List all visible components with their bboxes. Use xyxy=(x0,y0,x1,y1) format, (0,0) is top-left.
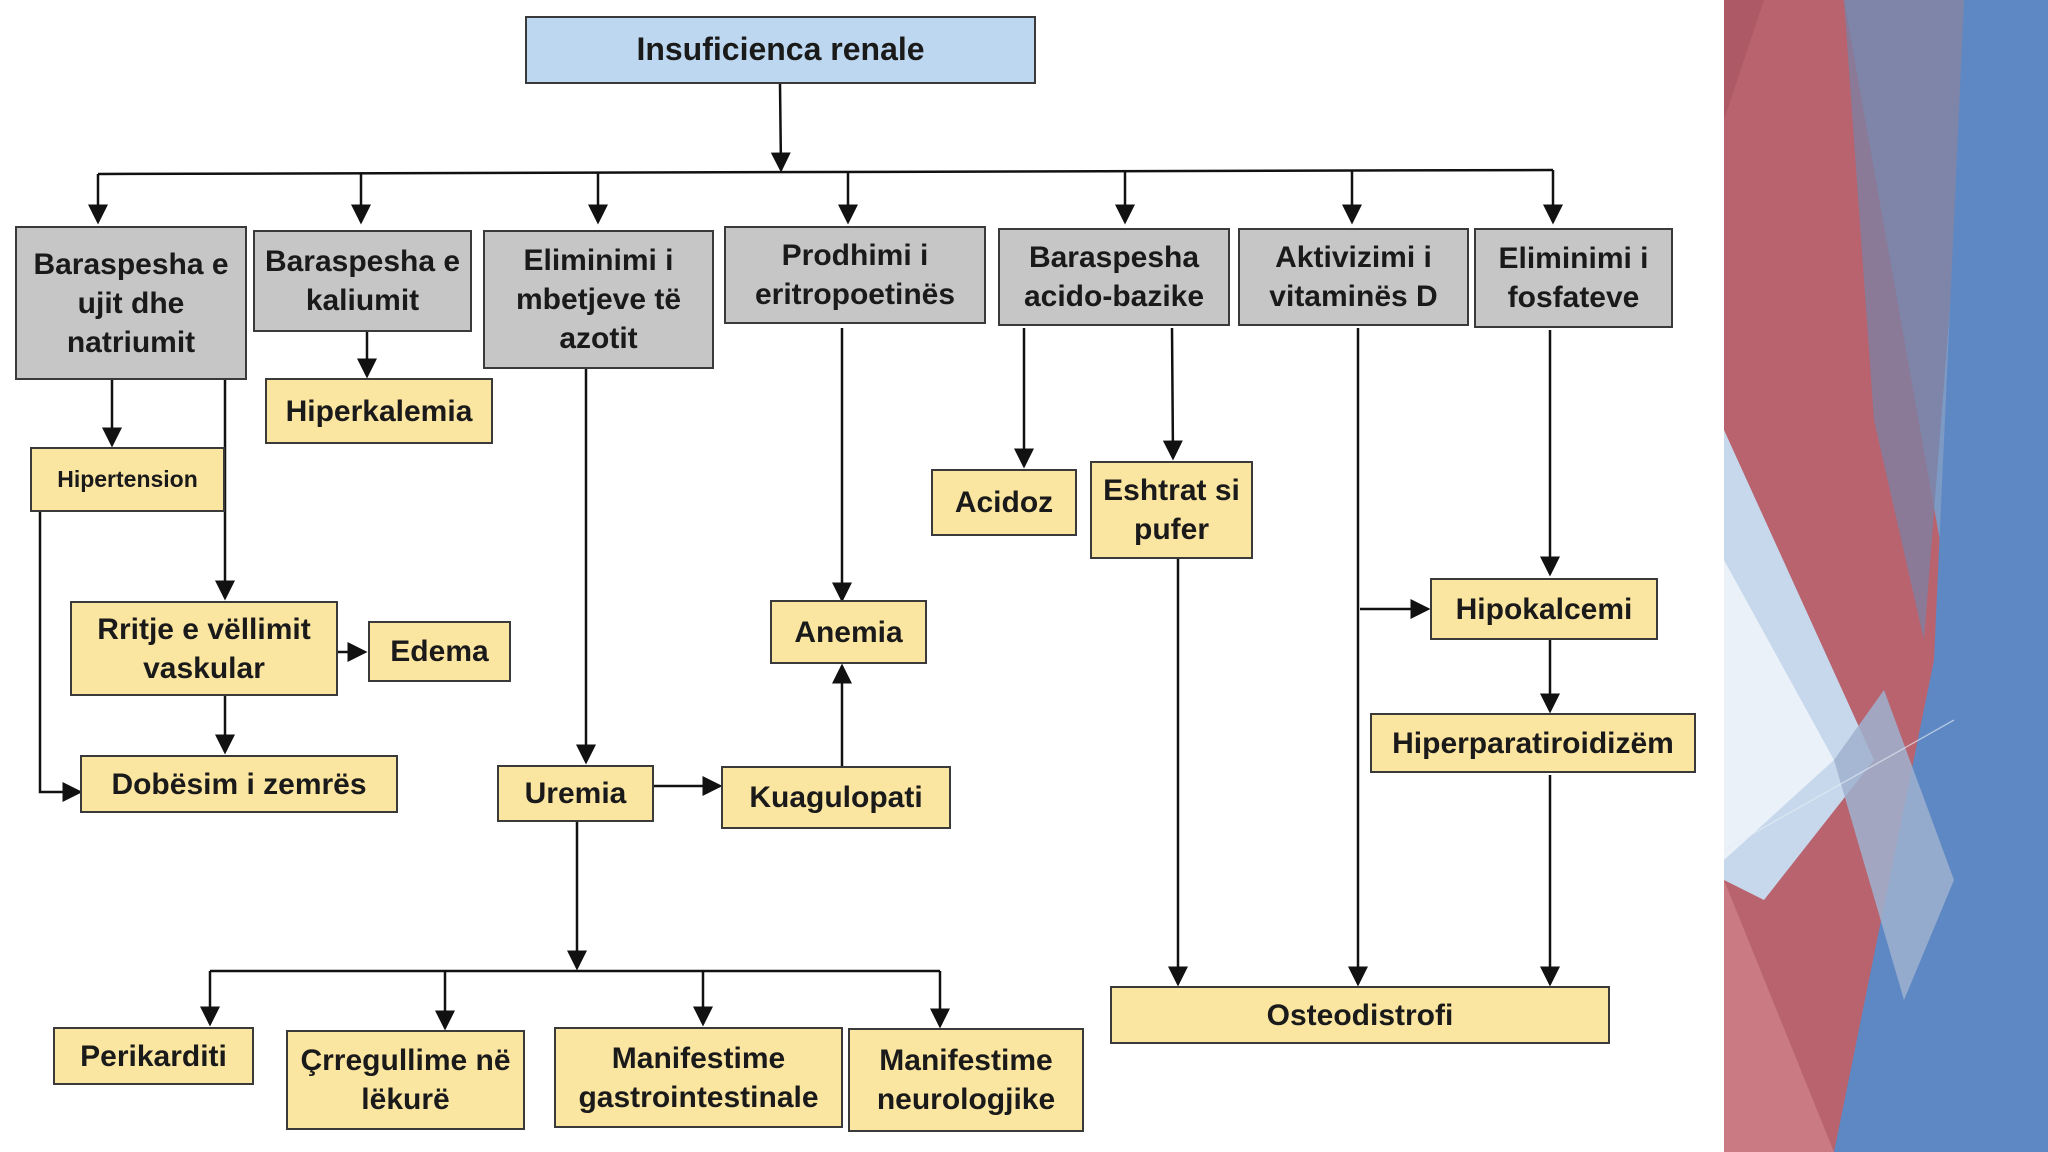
effect-hyperparathyroidism-text: Hiperparatiroidizëm xyxy=(1392,726,1674,760)
effect-vascular-volume-text: Rritje e vëllimit vaskular xyxy=(97,612,311,685)
effect-osteodystrophy-text: Osteodistrofi xyxy=(1266,998,1454,1032)
effect-hypocalcemia-text: Hipokalcemi xyxy=(1455,592,1633,626)
effect-uremia-text: Uremia xyxy=(524,777,627,810)
arrow-title-to-bus xyxy=(770,83,791,173)
category-phosphate-text: Eliminimi i fosfateve xyxy=(1498,242,1649,314)
effect-neuro-manifestations-text: Manifestime neurologjike xyxy=(876,1044,1056,1116)
effect-pericarditis: Perikarditi xyxy=(53,1027,254,1085)
effect-buffer-salts: Eshtrat si pufer xyxy=(1090,461,1253,559)
effect-edema-text: Edema xyxy=(390,635,489,668)
effect-hypocalcemia: Hipokalcemi xyxy=(1430,578,1658,640)
category-vitamin-d: Aktivizimi i vitaminës D xyxy=(1238,228,1469,326)
effect-vascular-volume: Rritje e vëllimit vaskular xyxy=(70,601,338,696)
category-erythropoietin-text: Prodhimi i eritropoetinës xyxy=(754,239,956,311)
effect-uremia: Uremia xyxy=(497,765,654,822)
effect-acidosis-text: Acidoz xyxy=(954,486,1054,519)
category-erythropoietin: Prodhimi i eritropoetinës xyxy=(724,226,986,324)
category-water-sodium: Baraspesha e ujit dhe natriumit xyxy=(15,226,247,380)
category-potassium: Baraspesha e kaliumit xyxy=(253,230,472,332)
category-acid-base: Baraspesha acido-bazike xyxy=(998,228,1230,326)
effect-buffer-salts-text: Eshtrat si pufer xyxy=(1103,474,1240,546)
bus-line xyxy=(97,168,1554,176)
effect-acidosis: Acidoz xyxy=(931,469,1077,536)
category-phosphate: Eliminimi i fosfateve xyxy=(1474,228,1673,328)
effect-coagulopathy: Kuagulopati xyxy=(721,766,951,829)
effect-neuro-manifestations: Manifestime neurologjike xyxy=(848,1028,1084,1132)
effect-skin-disorders: Çrregullime në lëkurë xyxy=(286,1030,525,1130)
category-potassium-text: Baraspesha e kaliumit xyxy=(264,245,461,317)
effect-hypertension-text: Hipertension xyxy=(57,465,198,492)
category-water-sodium-text: Baraspesha e ujit dhe natriumit xyxy=(33,247,229,359)
effect-gi-manifestations-text: Manifestime gastrointestinale xyxy=(578,1041,819,1114)
effect-gi-manifestations: Manifestime gastrointestinale xyxy=(554,1027,843,1128)
effect-hypertension: Hipertension xyxy=(30,447,225,512)
effect-coagulopathy-text: Kuagulopati xyxy=(749,781,923,814)
title-text: Insuficienca renale xyxy=(636,31,925,68)
effect-hyperkalemia-text: Hiperkalemia xyxy=(285,394,473,428)
effect-anemia: Anemia xyxy=(770,600,927,664)
category-nitrogen: Eliminimi i mbetjeve të azotit xyxy=(483,230,714,369)
effect-osteodystrophy: Osteodistrofi xyxy=(1110,986,1610,1044)
arrow-to-buffer xyxy=(1162,327,1183,461)
title-box: Insuficienca renale xyxy=(525,16,1036,84)
effect-hyperkalemia: Hiperkalemia xyxy=(265,378,493,444)
effect-anemia-text: Anemia xyxy=(794,615,903,649)
category-nitrogen-text: Eliminimi i mbetjeve të azotit xyxy=(515,244,682,355)
effect-skin-disorders-text: Çrregullime në lëkurë xyxy=(300,1044,511,1116)
effect-heart-failure: Dobësim i zemrës xyxy=(80,755,398,813)
category-vitamin-d-text: Aktivizimi i vitaminës D xyxy=(1269,241,1438,313)
effect-hyperparathyroidism: Hiperparatiroidizëm xyxy=(1370,713,1696,773)
arrow-hypertension-to-heart xyxy=(38,512,83,802)
decorative-side-panel xyxy=(1724,0,2048,1152)
effect-pericarditis-text: Perikarditi xyxy=(80,1039,227,1073)
effect-edema: Edema xyxy=(368,621,511,682)
category-acid-base-text: Baraspesha acido-bazike xyxy=(1023,241,1205,313)
effect-heart-failure-text: Dobësim i zemrës xyxy=(111,767,367,801)
